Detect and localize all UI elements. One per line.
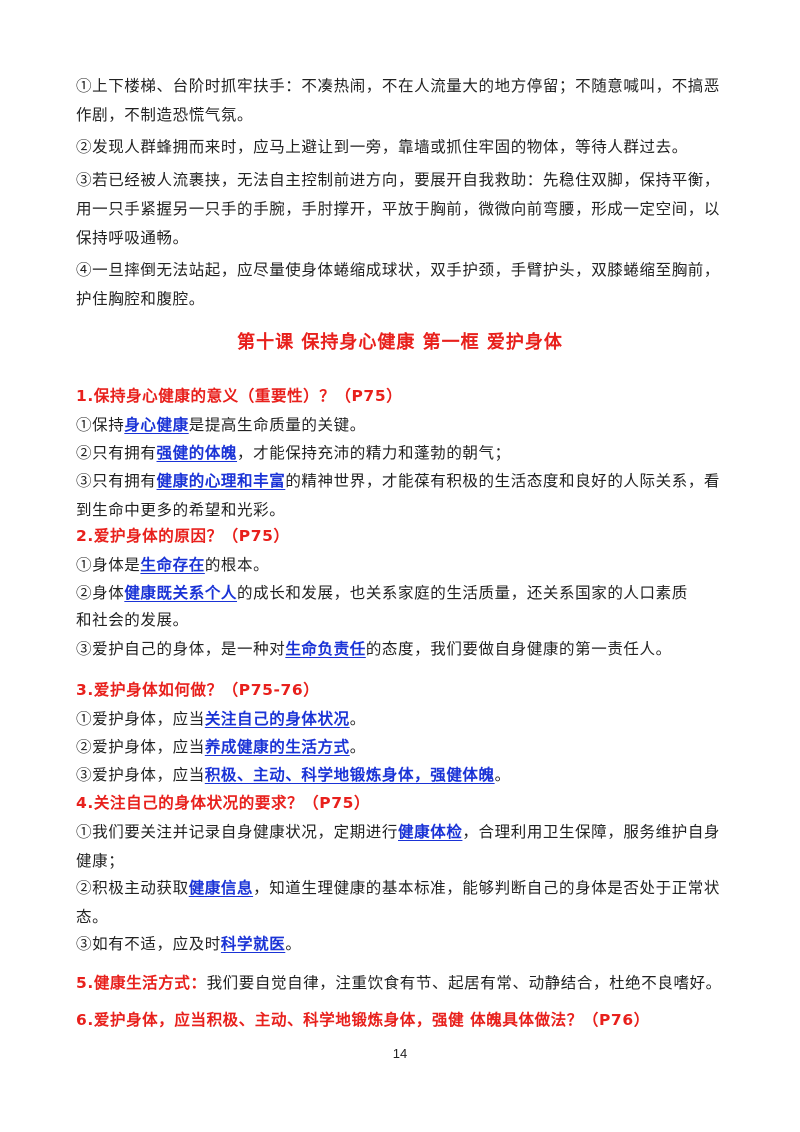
q5-line: 5.健康生活方式：我们要自觉自律，注重饮食有节、起居有常、动静结合，杜绝不良嗜好…: [76, 974, 722, 992]
q1-line-3: ③只有拥有健康的心理和丰富的精神世界，才能葆有积极的生活态度和良好的人际关系，看…: [76, 471, 721, 519]
q2-heading: 2.爱护身体的原因？（P75）: [76, 527, 290, 545]
q2-line-2b: 和社会的发展。: [76, 611, 189, 629]
q4-line-1: ①我们要关注并记录自身健康状况，定期进行健康体检，合理利用卫生保障，服务维护自身…: [76, 822, 721, 870]
q5-label: 5.健康生活方式：: [76, 974, 207, 992]
crowd-tip-1: ①上下楼梯、台阶时抓牢扶手：不凑热闹，不在人流量大的地方停留；不随意喊叫，不搞恶…: [76, 77, 721, 124]
q1-line-2: ②只有拥有强健的体魄，才能保持充沛的精力和蓬勃的朝气；: [76, 443, 511, 462]
q3-line-2: ②爱护身体，应当养成健康的生活方式。: [76, 737, 366, 756]
q1-heading: 1.保持身心健康的意义（重要性）？（P75）: [76, 387, 403, 405]
q3-line-1: ①爱护身体，应当关注自己的身体状况。: [76, 709, 366, 728]
q2-line-3: ③爱护自己的身体，是一种对生命负责任的态度，我们要做自身健康的第一责任人。: [76, 639, 672, 658]
keyword: 健康既关系个人: [124, 583, 238, 602]
q6-heading: 6.爱护身体，应当积极、主动、科学地锻炼身体，强健 体魄具体做法？（P76）: [76, 1011, 650, 1029]
keyword: 健康的心理和丰富: [156, 471, 286, 490]
keyword: 健康信息: [188, 878, 254, 897]
keyword: 生命存在: [140, 555, 205, 574]
keyword: 养成健康的生活方式: [204, 737, 350, 756]
page-number: 14: [392, 1046, 408, 1061]
keyword: 身心健康: [124, 415, 189, 434]
q4-heading: 4.关注自己的身体状况的要求？（P75）: [76, 794, 371, 812]
keyword: 健康体检: [398, 822, 463, 841]
keyword: 积极、主动、科学地锻炼身体，强健体魄: [204, 765, 495, 784]
keyword: 强健的体魄: [156, 443, 238, 462]
q3-heading: 3.爱护身体如何做？（P75-76）: [76, 681, 320, 699]
q3-line-3: ③爱护身体，应当积极、主动、科学地锻炼身体，强健体魄。: [76, 765, 511, 784]
lesson-title: 第十课 保持身心健康 第一框 爱护身体: [237, 332, 563, 353]
crowd-tip-3: ③若已经被人流裹挟，无法自主控制前进方向，要展开自我救助：先稳住双脚，保持平衡，…: [76, 171, 721, 247]
q4-line-2: ②积极主动获取健康信息，知道生理健康的基本标准，能够判断自己的身体是否处于正常状…: [76, 878, 721, 926]
keyword: 关注自己的身体状况: [204, 709, 350, 728]
crowd-tip-4: ④一旦摔倒无法站起，应尽量使身体蜷缩成球状，双手护颈，手臂护头，双膝蜷缩至胸前，…: [76, 261, 721, 308]
q4-line-3: ③如有不适，应及时科学就医。: [76, 934, 302, 953]
crowd-tip-2: ②发现人群蜂拥而来时，应马上避让到一旁，靠墙或抓住牢固的物体，等待人群过去。: [76, 138, 688, 156]
q1-line-1: ①保持身心健康是提高生命质量的关键。: [76, 415, 366, 434]
q2-line-1: ①身体是生命存在的根本。: [76, 555, 270, 574]
keyword: 生命负责任: [285, 639, 366, 658]
keyword: 科学就医: [220, 934, 286, 953]
q2-line-2: ②身体健康既关系个人的成长和发展，也关系家庭的生活质量，还关系国家的人口素质: [76, 583, 688, 602]
